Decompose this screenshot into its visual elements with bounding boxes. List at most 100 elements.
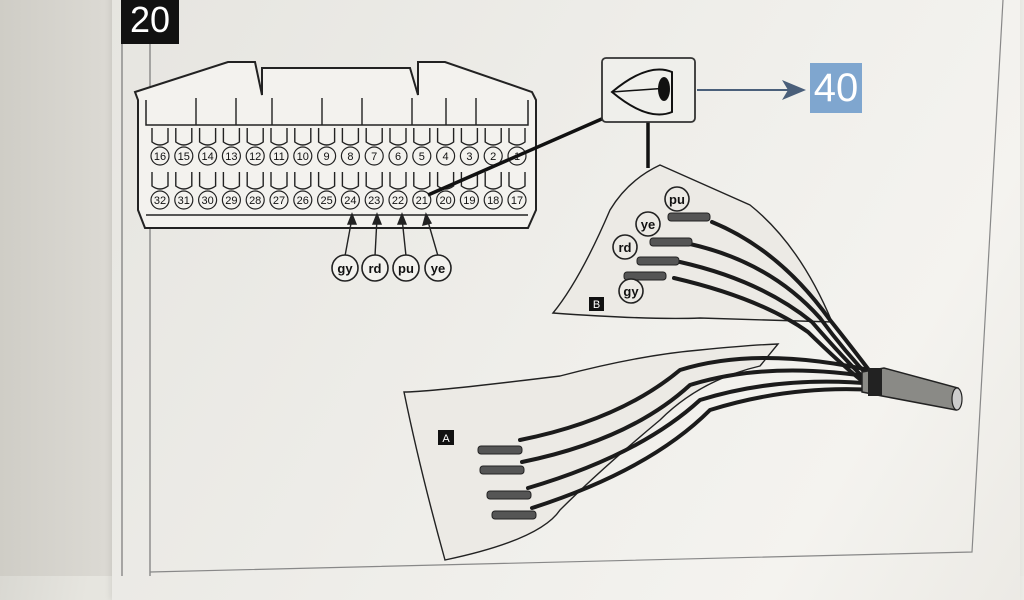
pin-number: 18 [487,195,499,207]
wire-label-circle [361,254,389,282]
pin-number-circle [150,190,170,210]
wire-color-label: gy [623,284,639,299]
pin-number-circle [317,190,337,210]
pin-number-circle [412,190,432,210]
terminal-slot [389,172,407,190]
pin-number-circle [459,146,479,166]
terminal-slot [365,128,383,146]
terminal-slot [413,172,431,190]
pin-number-circle [459,190,479,210]
pin-number: 24 [344,195,356,207]
wire-label-circle [612,234,638,260]
terminal-slot [198,172,217,190]
connector: 16151413121110987654321 3231302928272625… [133,61,537,229]
pin-number: 30 [201,195,213,207]
pin-number: 32 [154,195,166,207]
pin-number-circle [293,146,313,166]
pin-number: 26 [297,195,309,207]
pin-number: 10 [297,151,309,163]
pin-number: 28 [249,195,261,207]
pin-number-circle [245,190,265,210]
pin-number-circle [412,146,432,166]
pin-number: 17 [511,195,523,207]
pin-number: 22 [392,195,404,207]
terminal-slot [175,128,193,146]
wire-color-label: ye [431,261,445,276]
terminal-slot [317,172,336,190]
terminal-slot [270,128,288,146]
pin-number-circle [483,190,503,210]
pin-number: 20 [439,195,451,207]
pin-number: 27 [273,195,285,207]
terminal-slot [175,172,193,190]
terminal-slot [460,128,479,146]
wire-color-label: pu [398,261,414,276]
pin-number-circle [174,146,194,166]
wire-label-circle [331,254,359,282]
terminal-slot [508,172,526,190]
terminal-slot [413,128,431,146]
pin-number-circle [269,190,289,210]
pin-number: 29 [225,195,237,207]
pin-number-circle [388,146,408,166]
pin-number: 5 [419,151,425,163]
target-step-badge[interactable]: 40 [810,63,862,113]
pin-number: 19 [463,195,475,207]
pin-number: 14 [201,151,213,163]
terminal-slot [270,172,288,190]
pin-number-circle [269,146,289,166]
page-edge [0,0,112,576]
pin-number-circle [198,146,218,166]
terminal-slot [222,172,241,190]
pin-number-circle [340,146,360,166]
pin-number-circle [436,190,456,210]
terminal-slot [341,172,360,190]
pin-number-circle [364,146,384,166]
terminal-slot [222,128,241,146]
terminal-slot [151,172,169,190]
terminal-slot [317,128,336,146]
wire-label-circle [392,254,420,282]
wire-label-circle [424,254,452,282]
pin-number: 12 [249,151,261,163]
wire-label-circle [635,211,661,237]
wire-color-label: rd [369,261,382,276]
pin-number-circle [198,190,218,210]
pin-number-circle [317,146,337,166]
pin-number: 13 [225,151,237,163]
pin-number-circle [436,146,456,166]
pin-number: 8 [347,151,353,163]
pin-number: 2 [490,151,496,163]
terminal-slot [365,172,383,190]
wire-color-label: rd [619,240,632,255]
pin-number: 7 [371,151,377,163]
terminal-slot [246,172,264,190]
step-number-badge: 20 [121,0,179,44]
terminal-slot [389,128,407,146]
wire-label-circle [618,278,644,304]
pin-number-circle [364,190,384,210]
wire-color-label: pu [669,192,685,207]
pin-number-circle [388,190,408,210]
pin-number: 21 [416,195,428,207]
pin-number-circle [293,190,313,210]
detail-b-label: B [593,299,600,311]
pin-number: 11 [273,151,284,163]
pin-number: 23 [368,195,380,207]
pin-number-circle [150,146,170,166]
pin-number: 3 [466,151,472,163]
pin-number: 6 [395,151,401,163]
pin-number: 16 [154,151,166,163]
pin-number-circle [221,146,241,166]
terminal-slot [341,128,360,146]
pin-number: 31 [178,195,190,207]
wiring-illustration: 16151413121110987654321 3231302928272625… [121,0,1004,576]
pin-number-circle [507,190,527,210]
wire-label-circle [664,186,690,212]
terminal-slot [484,172,502,190]
pin-number: 4 [443,151,449,163]
detail-a-outline [403,343,780,561]
pin-number-circle [340,190,360,210]
terminal-slot [198,128,217,146]
terminal-slot [436,128,455,146]
